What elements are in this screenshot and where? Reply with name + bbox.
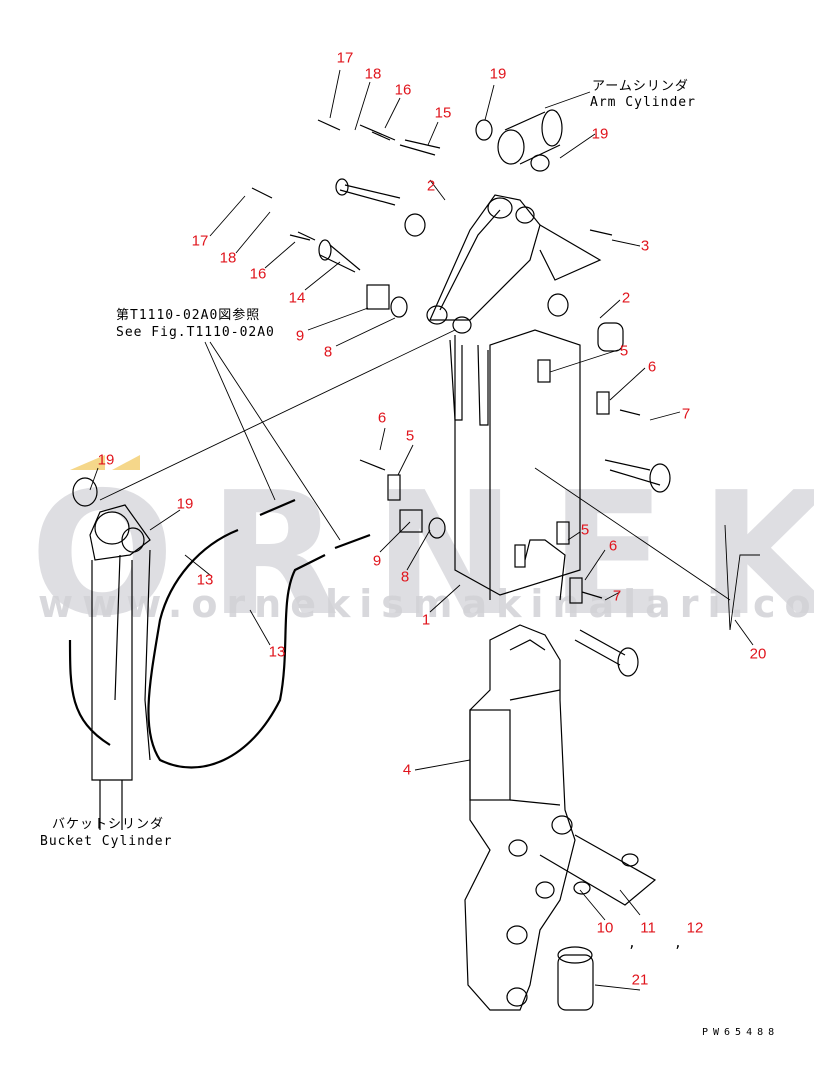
watermark-triangle <box>112 455 140 470</box>
bucket-cylinder <box>72 477 151 830</box>
callout-11: 11 <box>640 919 656 937</box>
see-fig-label: See Fig.T1110-02A0 <box>116 325 275 340</box>
callout-19: 19 <box>176 495 194 513</box>
callout-8: 8 <box>323 343 333 361</box>
callout-6: 6 <box>377 409 387 427</box>
separator: , <box>674 936 683 951</box>
callout-10: 10 <box>596 919 614 937</box>
callout-5: 5 <box>405 427 415 445</box>
callout-20: 20 <box>749 645 767 663</box>
arm-cylinder-end <box>475 109 563 172</box>
callout-14: 14 <box>288 289 306 307</box>
callout-17: 17 <box>191 232 209 250</box>
callout-5: 5 <box>580 521 590 539</box>
watermark-logo: ORNEK <box>30 456 814 654</box>
callout-13: 13 <box>268 643 286 661</box>
callout-12: 12 <box>686 919 704 937</box>
callout-13: 13 <box>196 571 214 589</box>
callout-5: 5 <box>619 342 629 360</box>
callout-15: 15 <box>434 104 452 122</box>
watermark-url: www.ornekismakinalari.com.tr <box>38 582 814 626</box>
callout-16: 16 <box>394 81 412 99</box>
separator: , <box>628 936 637 951</box>
callout-8: 8 <box>400 568 410 586</box>
callout-9: 9 <box>372 552 382 570</box>
callout-4: 4 <box>402 761 412 779</box>
callout-2: 2 <box>621 289 631 307</box>
bucket-cylinder-label: Bucket Cylinder <box>40 834 173 849</box>
callout-7: 7 <box>681 405 691 423</box>
callout-18: 18 <box>364 65 382 83</box>
arm-cylinder-label-jp: アームシリンダ <box>592 79 689 94</box>
see-fig-label-jp: 第T1110-02A0図参照 <box>116 308 261 323</box>
watermark-triangle <box>70 455 105 470</box>
callout-19: 19 <box>591 125 609 143</box>
bucket-link <box>464 624 657 1011</box>
drawing-code: PW65488 <box>702 1027 780 1038</box>
arm-cylinder-label: Arm Cylinder <box>590 95 696 110</box>
callout-16: 16 <box>249 265 267 283</box>
callout-18: 18 <box>219 249 237 267</box>
callout-6: 6 <box>647 358 657 376</box>
callout-2: 2 <box>426 177 436 195</box>
callout-9: 9 <box>295 327 305 345</box>
callout-19: 19 <box>489 65 507 83</box>
arm-boom <box>426 194 602 600</box>
plates-bolts <box>251 119 641 604</box>
pins <box>289 124 671 677</box>
callout-3: 3 <box>640 237 650 255</box>
callout-6: 6 <box>608 537 618 555</box>
callout-1: 1 <box>421 611 431 629</box>
hoses <box>68 498 371 769</box>
callout-19: 19 <box>97 451 115 469</box>
leader-lines <box>89 69 760 991</box>
bucket-cylinder-label-jp: バケットシリンダ <box>52 817 165 832</box>
callout-7: 7 <box>612 587 622 605</box>
callout-17: 17 <box>336 49 354 67</box>
callout-21: 21 <box>631 971 649 989</box>
